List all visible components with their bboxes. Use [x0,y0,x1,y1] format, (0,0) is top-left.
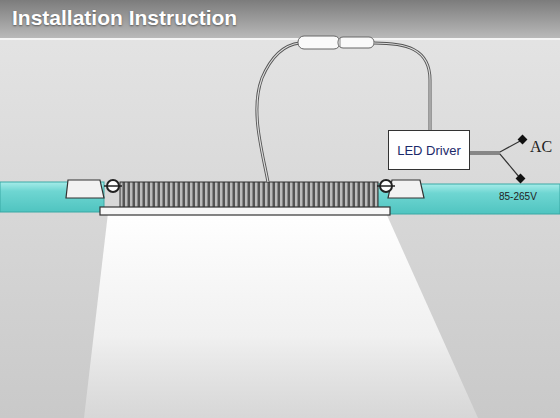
driver-label: LED Driver [397,143,461,158]
title: Installation Instruction [12,6,237,30]
voltage-label: 85-265V [499,191,537,202]
driver-box: LED Driver [388,130,470,170]
ac-label: AC [530,138,552,156]
